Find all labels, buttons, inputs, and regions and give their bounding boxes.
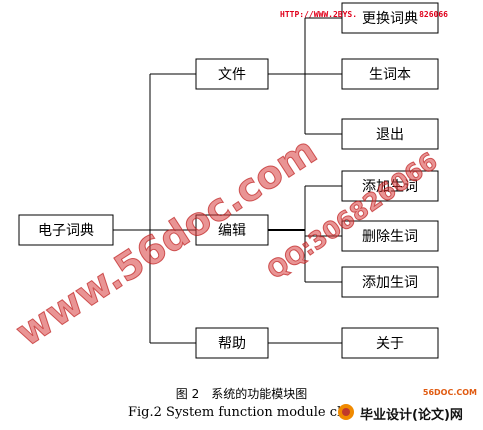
node-root: 电子词典 [18,214,114,246]
node-file-function-3: 退出 [341,118,439,150]
node-help-function-1: 关于 [341,327,439,359]
svg-text:生词本: 生词本 [369,67,411,83]
node-edit-function-3: 添加生词 [341,266,439,298]
svg-text:添加生词: 添加生词 [362,275,418,291]
node-module-help: 帮助 [195,327,269,359]
svg-text:电子词典: 电子词典 [38,223,94,239]
watermark-url-head: HTTP://WWW.2BYS. [280,10,358,19]
watermark-url: HTTP://WWW.2BYS. 826066 [280,10,448,19]
svg-text:编辑: 编辑 [218,223,246,239]
node-edit-function-1: 添加生词 [341,170,439,202]
node-module-edit: 编辑 [195,214,269,246]
connectors [113,17,342,344]
svg-text:更换词典: 更换词典 [362,10,418,27]
watermark-logo-domain: 56DOC.COM [422,388,477,397]
svg-text:退出: 退出 [376,127,404,143]
node-module-file: 文件 [195,58,269,90]
svg-text:文件: 文件 [218,67,246,83]
svg-text:关于: 关于 [376,336,404,352]
node-file-function-1: 更换词典 [341,2,439,34]
watermark-url-tail: 826066 [419,10,448,19]
watermark-logo-text: 毕业设计(论文)网 [360,408,463,423]
node-file-function-2: 生词本 [341,58,439,90]
watermark-logo-icon [338,404,354,420]
svg-text:帮助: 帮助 [218,336,246,352]
figure-caption-cn: 图 2 系统的功能模块图 [175,387,308,401]
svg-text:添加生词: 添加生词 [362,179,418,195]
figure-caption-en: Fig.2 System function module cha [128,405,354,420]
svg-text:删除生词: 删除生词 [362,229,418,245]
node-edit-function-2: 删除生词 [341,220,439,252]
